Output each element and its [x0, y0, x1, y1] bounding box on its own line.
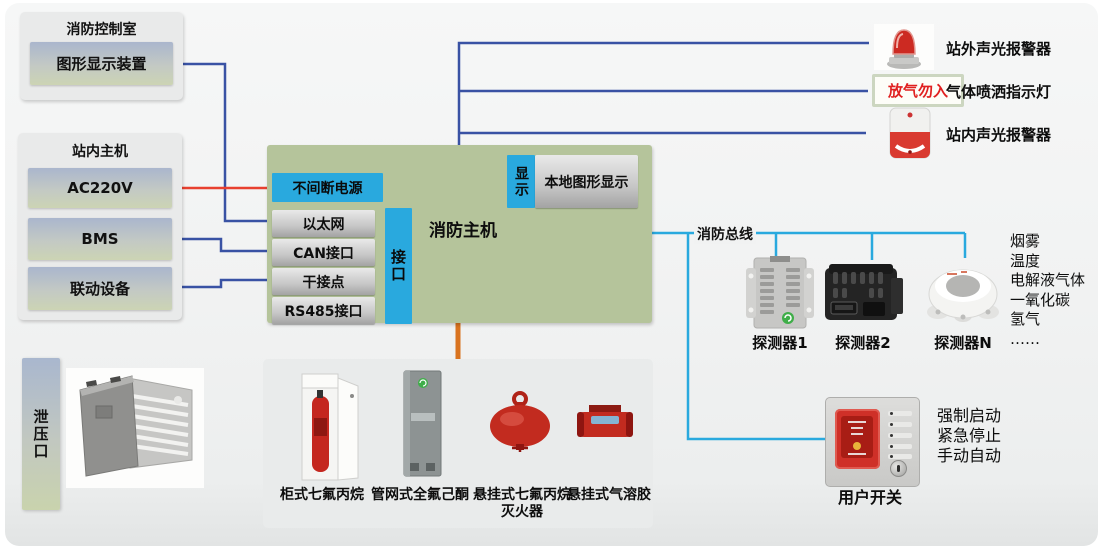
function-item: 强制启动: [937, 406, 1002, 425]
user-switch-image: [825, 397, 920, 487]
detector-1-image: [744, 254, 816, 332]
suppression-label: 悬挂式气溶胶: [567, 487, 651, 503]
rs485-port-box: RS485接口: [272, 297, 375, 324]
fire-bus-label: 消防总线: [694, 224, 756, 244]
indoor-alarm-label: 站内声光报警器: [946, 126, 1052, 144]
detector-2-label: 探测器2: [835, 334, 891, 352]
ac220v-box: AC220V: [28, 168, 172, 208]
suppression-label: 悬挂式七氟丙烷 灭火器: [473, 487, 571, 520]
gas-item: ……: [1010, 329, 1040, 348]
ups-box: 不间断电源: [272, 173, 383, 202]
pressure-relief-label: 泄压口: [31, 408, 50, 460]
key-lock-icon: [890, 460, 907, 477]
suppression-panel: 柜式七氟丙烷 管网式全氟己酮 悬挂式七氟丙烷 灭火器 悬挂式气溶胶: [263, 359, 653, 528]
detector-n-image: [923, 260, 1003, 328]
graphic-display-device-box: 图形显示装置: [30, 42, 173, 85]
user-switch-label: 用户开关: [838, 488, 903, 507]
fire-control-room-panel: 消防控制室 图形显示装置: [20, 12, 183, 100]
outdoor-alarm-label: 站外声光报警器: [946, 40, 1052, 58]
suppression-label: 管网式全氟己酮: [371, 487, 469, 503]
relief-vent-image: [66, 368, 204, 488]
gas-item: 温度: [1010, 251, 1041, 270]
warning-sign-text: 放气勿入: [887, 82, 948, 100]
suppression-label: 柜式七氟丙烷: [280, 487, 364, 503]
gas-type-list: 烟雾 温度 电解液气体 一氧化碳 氢气 ……: [1010, 232, 1085, 349]
gas-item: 电解液气体: [1010, 271, 1086, 289]
outdoor-beacon-icon: [874, 24, 934, 70]
indoor-siren-icon: [884, 106, 936, 162]
linkage-device-box: 联动设备: [28, 267, 172, 310]
gas-item: 氢气: [1010, 310, 1041, 328]
bms-box: BMS: [28, 218, 172, 260]
dry-contact-box: 干接点: [272, 268, 375, 295]
gas-release-warning-sign: 放气勿入: [872, 74, 964, 107]
spray-indicator-label: 气体喷洒指示灯: [946, 83, 1052, 101]
local-graphic-display-box: 本地图形显示: [535, 155, 638, 208]
gas-item: 一氧化碳: [1010, 290, 1071, 309]
hanging-aerosol-image: [575, 405, 635, 439]
detector-2-image: [821, 262, 905, 326]
pressure-relief-bar: 泄压口: [22, 358, 60, 510]
fire-host-title: 消防主机: [429, 221, 497, 241]
switch-function-list: 强制启动 紧急停止 手动自动: [937, 406, 1001, 466]
hanging-sphere-extinguisher-image: [488, 390, 552, 452]
function-item: 手动自动: [937, 446, 1002, 465]
cabinet-extinguisher-image: [300, 366, 362, 484]
detector-1-label: 探测器1: [752, 334, 808, 352]
station-host-title: 站内主机: [72, 144, 128, 160]
fire-control-room-title: 消防控制室: [66, 22, 137, 38]
function-item: 紧急停止: [937, 426, 1002, 445]
gas-item: 烟雾: [1010, 232, 1041, 250]
interface-group-box: 接口: [385, 208, 412, 324]
emergency-button-module: [835, 409, 880, 469]
detector-n-label: 探测器N: [934, 334, 992, 352]
ethernet-port-box: 以太网: [272, 210, 375, 237]
fire-host-box: 不间断电源 以太网 CAN接口 干接点 RS485接口 接口 显示 本地图形显示…: [267, 145, 652, 324]
display-tab-box: 显示: [507, 155, 535, 208]
can-port-box: CAN接口: [272, 239, 375, 266]
station-host-panel: 站内主机 AC220V BMS 联动设备: [18, 133, 182, 320]
pipe-network-cabinet-image: [402, 369, 443, 481]
